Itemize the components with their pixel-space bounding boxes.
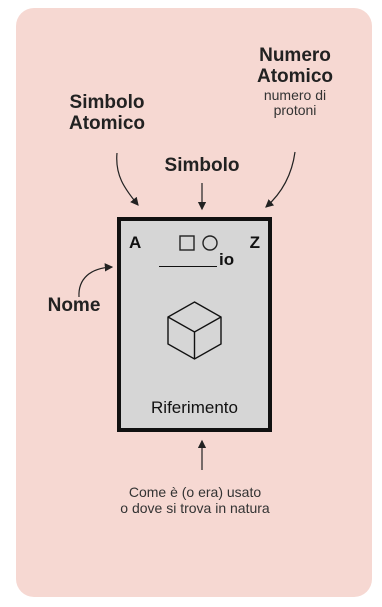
atomic-number-desc-line1: numero di (263, 86, 327, 103)
atomic-number-title-line1: Numero (259, 45, 331, 66)
element-card: A Z io Riferimento (117, 217, 272, 432)
cube-icon (167, 301, 222, 360)
name-placeholder-line (159, 266, 217, 267)
usage-label: Come è (o era) usato o dove si trova in … (80, 484, 310, 516)
atomic-symbol-line1: Simbolo (69, 92, 145, 113)
card-atomic-symbol: A (129, 233, 142, 252)
circle-icon (202, 235, 218, 251)
atomic-symbol-line2: Atomico (69, 113, 145, 135)
name-label: Nome (47, 295, 101, 316)
symbol-shape-icons (179, 235, 218, 251)
atomic-symbol-label: Simbolo Atomico (52, 92, 162, 135)
usage-line2: o dove si trova in natura (120, 499, 270, 516)
atomic-number-title-line2: Atomico (257, 66, 333, 88)
card-atomic-number: Z (249, 233, 260, 252)
card-reference: Riferimento (151, 398, 238, 417)
symbol-label: Simbolo (164, 155, 240, 176)
atomic-number-desc-line2: protoni (273, 102, 317, 119)
card-name-suffix: io (219, 250, 235, 269)
atomic-number-label: Numero Atomico numero di protoni (240, 45, 350, 119)
square-icon (179, 235, 195, 251)
usage-line1: Come è (o era) usato (128, 484, 262, 500)
